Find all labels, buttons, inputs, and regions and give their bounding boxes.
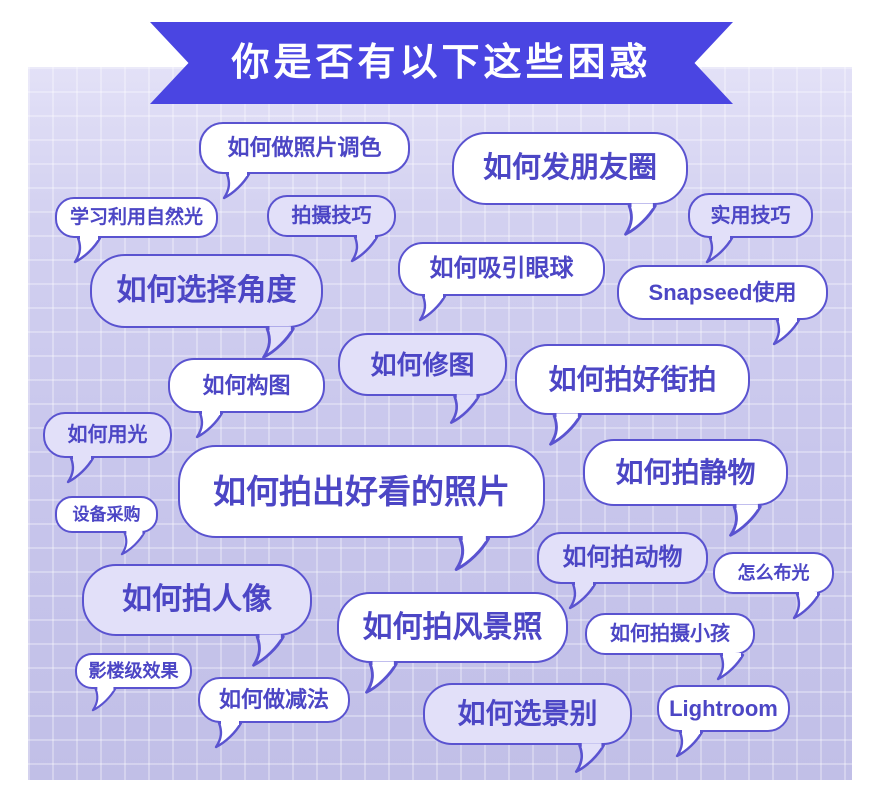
bubble-tail — [222, 172, 251, 200]
bubble-tail — [624, 203, 657, 236]
bubble-tail — [418, 294, 447, 322]
bubble-text: 如何拍人像 — [122, 583, 272, 616]
bubble-text: 如何拍好街拍 — [548, 363, 717, 395]
bubble-tail — [73, 236, 102, 264]
bubble-text: 拍摄技巧 — [291, 205, 372, 227]
bubble-tail — [675, 730, 704, 758]
bubble-text: Snapseed使用 — [648, 279, 797, 305]
bubble-text: 如何拍动物 — [562, 544, 683, 571]
speech-bubble-catch-eyes: 如何吸引眼球 — [398, 242, 605, 322]
speech-bubble-natural-light: 学习利用自然光 — [55, 197, 218, 264]
speech-bubble-landscape-photo: 如何拍风景照 — [337, 592, 568, 694]
bubble-tail — [772, 318, 801, 346]
bubble-tail — [705, 236, 734, 264]
bubble-text: 如何拍静物 — [615, 456, 756, 488]
bubble-text: 如何发朋友圈 — [482, 152, 657, 184]
bubble-text: 如何拍出好看的照片 — [213, 473, 510, 510]
bubble-tail — [729, 504, 762, 537]
bubble-text: 如何吸引眼球 — [429, 255, 574, 282]
speech-bubble-use-light: 如何用光 — [43, 412, 172, 484]
speech-bubble-shot-size: 如何选景别 — [423, 683, 632, 773]
bubble-text: 如何修图 — [370, 349, 475, 380]
bubble-text: 学习利用自然光 — [69, 207, 203, 228]
speech-bubble-practical-skills: 实用技巧 — [688, 193, 813, 264]
bubble-text: 如何选择角度 — [116, 274, 297, 307]
bubble-tail — [449, 394, 480, 424]
bubble-tail — [574, 743, 605, 773]
bubble-text: 如何构图 — [202, 372, 291, 398]
bubble-text: 影楼级效果 — [88, 661, 179, 681]
speech-bubble-shoot-children: 如何拍摄小孩 — [585, 613, 755, 681]
bubble-tail — [262, 326, 295, 359]
banner-title: 你是否有以下这些困惑 — [231, 42, 652, 84]
bubble-text: 如何拍风景照 — [362, 610, 543, 644]
bubble-text: 如何做减法 — [218, 687, 329, 712]
bubble-tail — [350, 235, 379, 263]
speech-bubble-snapseed-usage: Snapseed使用 — [617, 265, 828, 346]
bubble-text: 如何选景别 — [457, 698, 598, 729]
bubble-tail — [91, 687, 117, 712]
speech-bubble-equipment-purchase: 设备采购 — [55, 496, 158, 556]
bubble-tail — [195, 411, 224, 439]
speech-bubble-still-life: 如何拍静物 — [583, 439, 788, 537]
bubble-text: Lightroom — [669, 695, 778, 721]
speech-bubble-shoot-animals: 如何拍动物 — [537, 532, 708, 610]
bubble-tail — [365, 661, 398, 694]
speech-bubble-lightroom: Lightroom — [657, 685, 790, 758]
bubble-tail — [252, 634, 285, 667]
bubble-text: 怎么布光 — [737, 563, 810, 583]
title-banner: 你是否有以下这些困惑 — [150, 22, 733, 104]
speech-bubble-lighting-setup: 怎么布光 — [713, 552, 834, 620]
speech-bubble-good-looking-photo: 如何拍出好看的照片 — [178, 445, 545, 571]
speech-bubble-studio-effect: 影楼级效果 — [75, 653, 192, 712]
bubble-tail — [214, 721, 243, 749]
speech-bubble-choose-angle: 如何选择角度 — [90, 254, 323, 359]
bubble-tail — [792, 592, 821, 620]
bubble-text: 如何做照片调色 — [227, 135, 382, 160]
speech-bubble-moments-post: 如何发朋友圈 — [452, 132, 688, 236]
speech-bubble-subtraction: 如何做减法 — [198, 677, 350, 749]
speech-bubble-photo-toning: 如何做照片调色 — [199, 122, 410, 200]
bubble-tail — [549, 413, 582, 446]
bubble-text: 如何用光 — [67, 424, 148, 446]
bubble-tail — [716, 653, 745, 681]
bubble-tail — [454, 536, 490, 571]
speech-bubble-retouching: 如何修图 — [338, 333, 507, 424]
speech-bubble-portraits: 如何拍人像 — [82, 564, 312, 667]
speech-bubble-street-photo: 如何拍好街拍 — [515, 344, 750, 446]
bubble-text: 实用技巧 — [710, 204, 791, 227]
speech-bubble-shooting-skills: 拍摄技巧 — [267, 195, 396, 263]
bubble-text: 设备采购 — [72, 505, 141, 524]
bubble-tail — [66, 456, 95, 484]
speech-bubble-composition: 如何构图 — [168, 358, 325, 439]
bubble-tail — [568, 582, 597, 610]
bubble-text: 如何拍摄小孩 — [610, 623, 730, 645]
bubble-tail — [120, 531, 146, 556]
